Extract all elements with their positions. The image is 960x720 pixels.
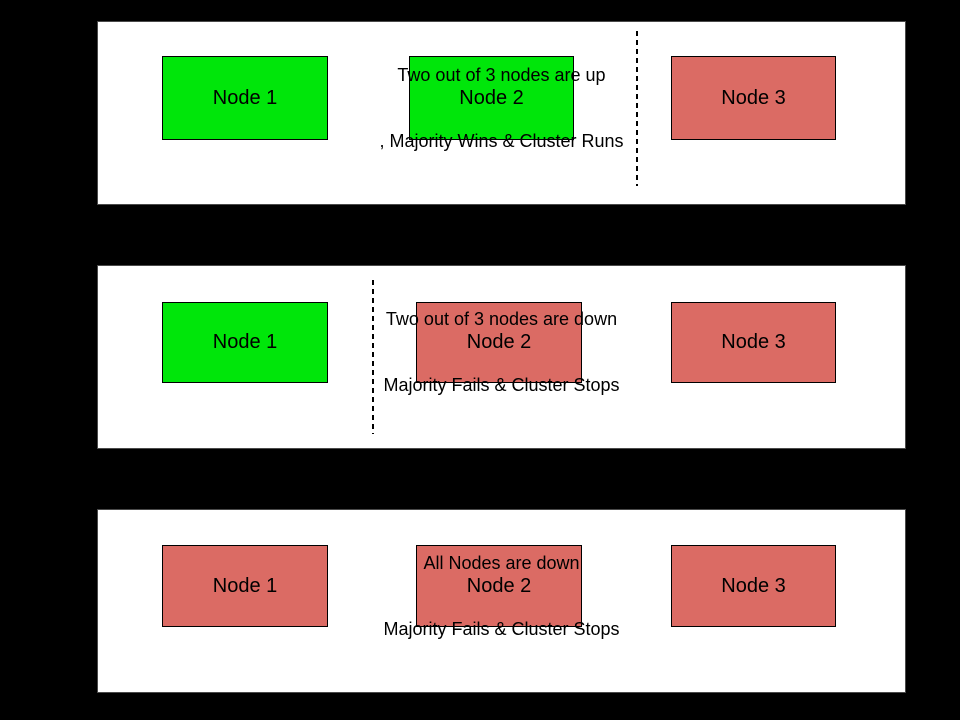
panel-two-nodes-up: Node 1 Node 2 Node 3 Two out of 3 nodes … bbox=[97, 21, 906, 205]
node-2-label: Node 2 bbox=[466, 331, 532, 353]
panel-caption: Two out of 3 nodes are up , Majority Win… bbox=[98, 20, 905, 196]
caption-line-2: Majority Fails & Cluster Stops bbox=[383, 375, 620, 395]
panel-caption: All Nodes are down Majority Fails & Clus… bbox=[98, 508, 905, 684]
node-2-box: Node 2 bbox=[416, 545, 582, 627]
node-3-label: Node 3 bbox=[721, 574, 786, 597]
node-1-box: Node 1 bbox=[162, 56, 328, 140]
panel-two-nodes-down: Node 1 Node 2 Node 3 Two out of 3 nodes … bbox=[97, 265, 906, 449]
node-3-box: Node 3 bbox=[671, 302, 836, 383]
node-1-box: Node 1 bbox=[162, 545, 328, 627]
node-1-label: Node 1 bbox=[212, 86, 278, 109]
panel-caption: Two out of 3 nodes are down Majority Fai… bbox=[98, 264, 905, 440]
caption-line-2: Majority Fails & Cluster Stops bbox=[383, 619, 620, 639]
node-1-label: Node 1 bbox=[212, 574, 278, 597]
caption-line-1: Two out of 3 nodes are up bbox=[397, 65, 606, 85]
partition-dashed-line bbox=[372, 280, 374, 434]
node-1-label: Node 1 bbox=[212, 331, 278, 353]
caption-line-1: Two out of 3 nodes are down bbox=[385, 309, 618, 329]
panel-all-nodes-down: Node 1 Node 2 Node 3 All Nodes are down … bbox=[97, 509, 906, 693]
node-3-label: Node 3 bbox=[721, 331, 786, 353]
node-2-label: Node 2 bbox=[466, 574, 532, 597]
node-2-box: Node 2 bbox=[409, 56, 574, 140]
node-3-box: Node 3 bbox=[671, 545, 836, 627]
node-3-box: Node 3 bbox=[671, 56, 836, 140]
node-1-box: Node 1 bbox=[162, 302, 328, 383]
node-3-label: Node 3 bbox=[721, 86, 786, 109]
node-2-box: Node 2 bbox=[416, 302, 582, 383]
partition-dashed-line bbox=[636, 31, 638, 186]
node-2-label: Node 2 bbox=[459, 86, 524, 109]
caption-line-2: , Majority Wins & Cluster Runs bbox=[379, 131, 624, 151]
caption-line-1: All Nodes are down bbox=[423, 553, 580, 573]
